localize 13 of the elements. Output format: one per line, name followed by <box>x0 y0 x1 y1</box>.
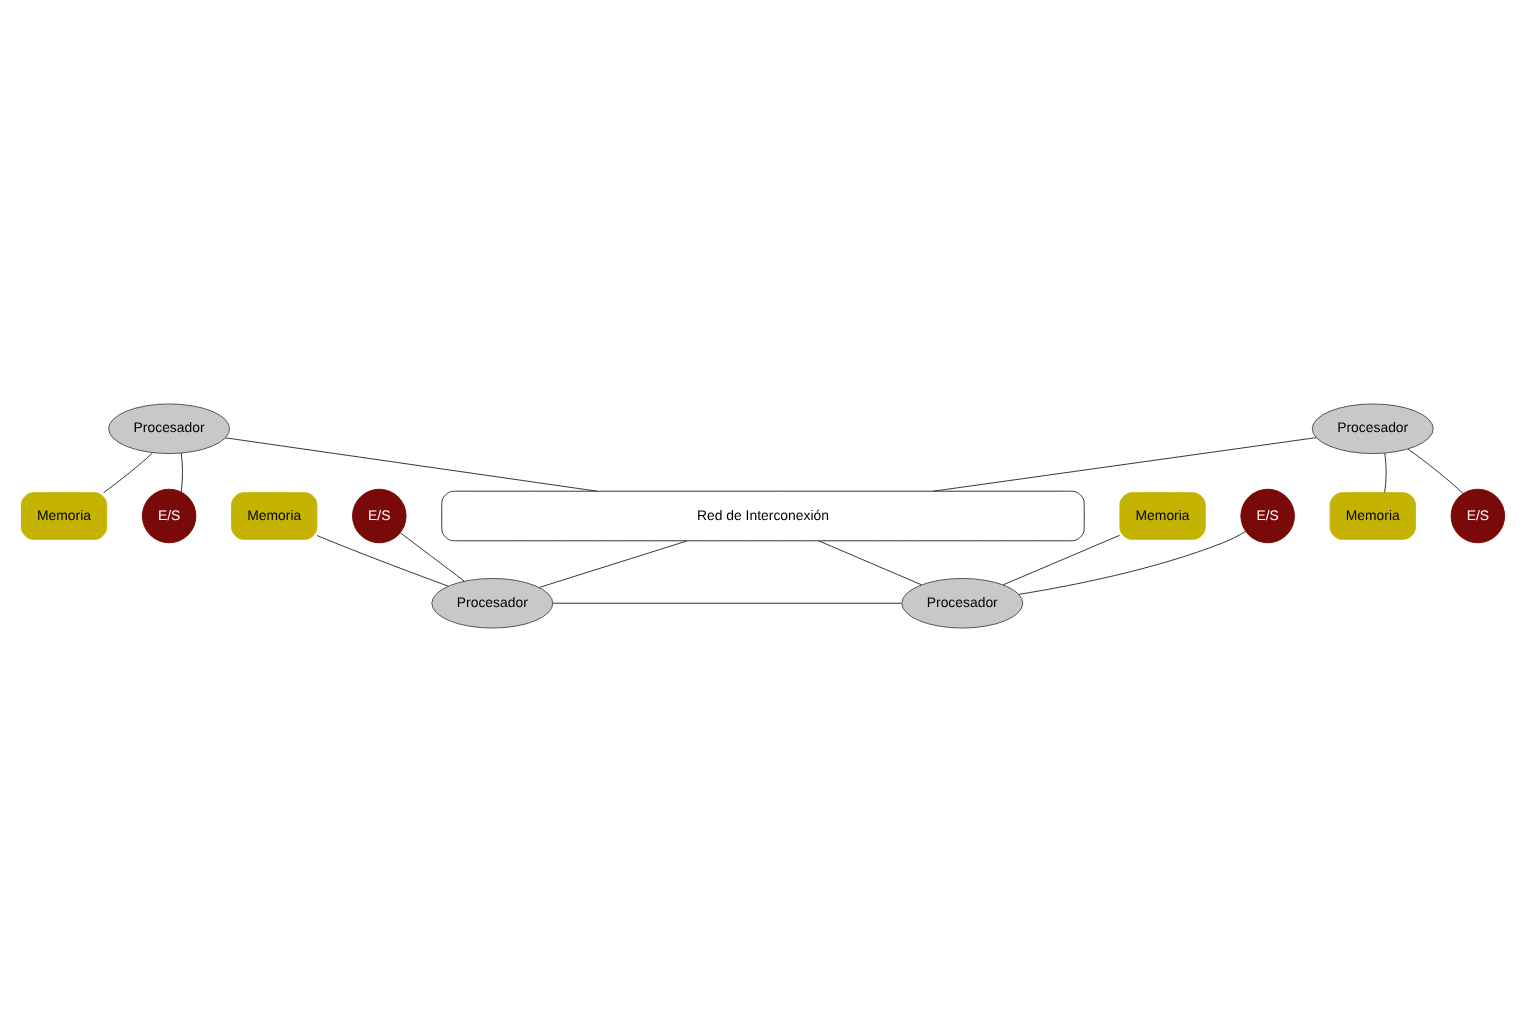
connector <box>316 535 449 587</box>
connector <box>818 540 922 586</box>
connector <box>180 452 183 493</box>
connector <box>225 437 598 492</box>
connector <box>1018 530 1247 595</box>
connector <box>538 540 688 588</box>
connector <box>103 452 153 494</box>
connector <box>1407 448 1464 494</box>
connector <box>932 437 1317 492</box>
connector <box>1384 452 1387 494</box>
connector <box>1002 534 1121 586</box>
connector <box>552 602 902 604</box>
connector <box>399 532 465 582</box>
